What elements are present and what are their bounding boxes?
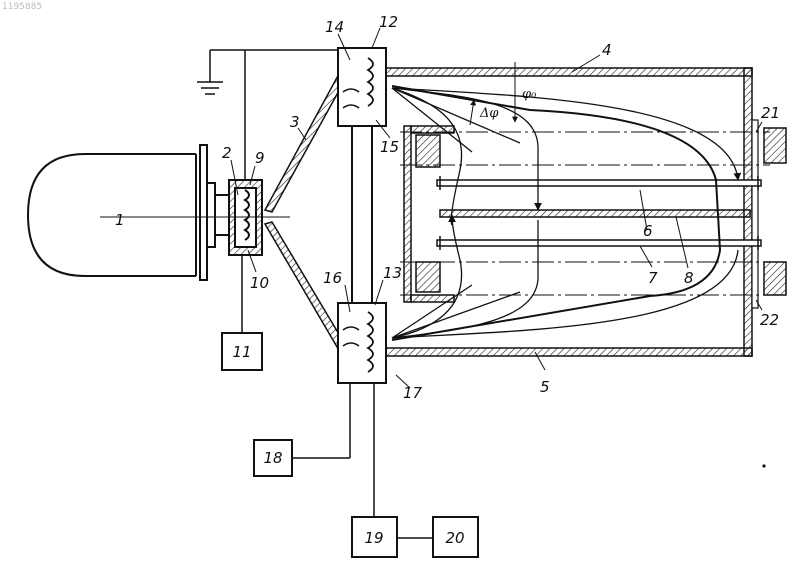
label-9: 9 [255, 149, 265, 167]
label-8: 8 [684, 269, 694, 287]
label-2: 2 [222, 144, 232, 162]
label-14: 14 [325, 18, 344, 36]
dphi-symbol: Δφ [479, 106, 499, 121]
plate-7 [437, 236, 761, 250]
box-18-label: 18 [263, 449, 282, 467]
label-7: 7 [648, 269, 658, 287]
box-18: 18 [254, 440, 292, 476]
label-6: 6 [643, 222, 653, 240]
plate-6 [437, 176, 761, 190]
label-22: 22 [760, 311, 779, 329]
label-1: 1 [115, 211, 125, 229]
stamp-text: 1195885 [2, 2, 42, 12]
label-5: 5 [540, 378, 550, 396]
stray-dot [762, 464, 765, 467]
label-15: 15 [380, 138, 399, 156]
block-12 [338, 48, 386, 126]
box-11-label: 11 [232, 343, 251, 361]
magnet-21-22 [764, 128, 786, 295]
box-19: 19 [352, 517, 397, 557]
box-20-label: 20 [445, 529, 464, 547]
label-10: 10 [250, 274, 269, 292]
label-16: 16 [323, 269, 342, 287]
phi0-symbol: φ₀ [522, 87, 537, 102]
label-21: 21 [761, 104, 780, 122]
block-13 [338, 303, 386, 383]
object-1 [28, 145, 229, 280]
box-20: 20 [433, 517, 478, 557]
label-12: 12 [379, 13, 398, 31]
box-11: 11 [222, 333, 262, 370]
label-3: 3 [290, 113, 300, 131]
leader-lines [231, 28, 762, 388]
box-19-label: 19 [364, 529, 383, 547]
target-plate [440, 210, 750, 217]
label-13: 13 [383, 264, 402, 282]
label-4: 4 [602, 41, 612, 59]
cone-electrode-3 [265, 72, 346, 352]
label-17: 17 [403, 384, 423, 402]
vertical-rods [352, 126, 372, 303]
